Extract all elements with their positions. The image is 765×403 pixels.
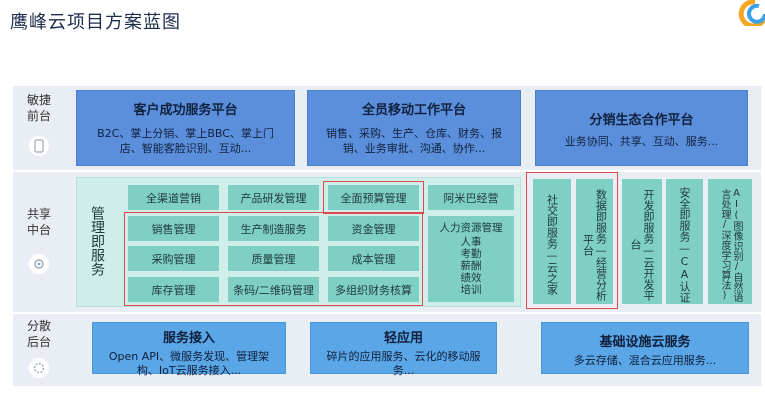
- module-data-service-text: 数据即服务—经营分析平台: [581, 188, 608, 301]
- customer-success-desc: B2C、掌上分销、掌上BBC、掌上门店、智能客脸识别、互动...: [97, 127, 274, 155]
- module-purchasing: 采购管理: [128, 246, 219, 271]
- highlight-core-grid: [124, 212, 423, 306]
- module-inventory: 库存管理: [128, 277, 219, 302]
- light-app-panel: 轻应用 碎片的应用服务、云化的移动服务...: [310, 322, 497, 377]
- module-dev-service-text: 开发即服务—云开发平台: [629, 188, 655, 301]
- hr-item-attendance: 考勤: [460, 248, 482, 260]
- hr-title: 人力资源管理: [439, 222, 503, 234]
- highlight-data-services: [526, 172, 618, 309]
- customer-success-title: 客户成功服务平台: [133, 103, 238, 118]
- hr-item-training: 培训: [460, 284, 482, 296]
- mobile-work-panel: 全员移动工作平台 销售、采购、生产、仓库、财务、报销、业务审批、沟通、协作...: [307, 90, 521, 166]
- front-band-label: 敏捷 前台: [17, 92, 61, 124]
- phone-icon: [29, 136, 49, 156]
- module-hr: 人力资源管理 人事 考勤 薪酬 绩效 培训: [428, 216, 514, 302]
- module-amoeba: 阿米巴经营: [428, 185, 514, 210]
- module-omnichannel: 全渠道营销: [128, 185, 219, 210]
- module-quality: 质量管理: [228, 246, 319, 271]
- module-security-service: 安全即服务—CA认证: [666, 179, 703, 304]
- hr-item-personnel: 人事: [460, 236, 482, 248]
- management-label: 管理即服务: [89, 206, 105, 276]
- mobile-work-desc: 销售、采购、生产、仓库、财务、报销、业务审批、沟通、协作...: [326, 127, 502, 155]
- module-social-service: 社交即服务—云之家: [533, 179, 571, 304]
- infrastructure-desc: 多云存储、混合云应用服务...: [573, 354, 717, 367]
- service-access-panel: 服务接入 Open API、微服务发现、管理架构、IoT云服务接入...: [92, 322, 286, 377]
- infrastructure-title: 基础设施云服务: [599, 335, 691, 350]
- service-access-title: 服务接入: [162, 331, 215, 346]
- module-ai-service-text: AI(图像识别/自然语言处理/深度学习算法): [719, 187, 742, 302]
- back-band-label-text: 分散 后台: [26, 319, 51, 349]
- module-security-service-text: 安全即服务—CA认证: [678, 186, 691, 303]
- distribution-desc: 业务协同、共享、互动、服务...: [564, 135, 719, 148]
- shared-band-label-text: 共享 中台: [26, 207, 51, 237]
- distribution-panel: 分销生态合作平台 业务协同、共享、互动、服务...: [535, 90, 748, 166]
- hr-item-salary: 薪酬: [460, 260, 482, 272]
- settings-icon: [29, 358, 49, 378]
- highlight-budget: [323, 181, 424, 214]
- light-app-desc: 碎片的应用服务、云化的移动服务...: [326, 350, 481, 377]
- service-access-desc: Open API、微服务发现、管理架构、IoT云服务接入...: [108, 350, 270, 377]
- infrastructure-panel: 基础设施云服务 多云存储、混合云应用服务...: [541, 322, 749, 374]
- module-ai-service: AI(图像识别/自然语言处理/深度学习算法): [708, 179, 752, 304]
- page-title: 鹰峰云项目方案蓝图: [10, 12, 181, 33]
- back-band-label: 分散 后台: [17, 318, 61, 350]
- module-social-service-text: 社交即服务—云之家: [545, 194, 559, 295]
- customer-success-panel: 客户成功服务平台 B2C、掌上分销、掌上BBC、掌上门店、智能客脸识别、互动..…: [76, 90, 295, 166]
- module-manufacturing: 生产制造服务: [228, 216, 319, 241]
- light-app-title: 轻应用: [383, 331, 423, 346]
- module-barcode: 条码/二维码管理: [228, 277, 319, 302]
- module-data-service: 数据即服务—经营分析平台: [576, 179, 613, 304]
- module-cost: 成本管理: [328, 246, 419, 271]
- distribution-title: 分销生态合作平台: [589, 113, 694, 128]
- logo-icon: [738, 0, 765, 26]
- module-dev-service: 开发即服务—云开发平台: [622, 179, 662, 304]
- gear-icon: [29, 254, 49, 274]
- hr-item-performance: 绩效: [460, 272, 482, 284]
- module-sales: 销售管理: [128, 216, 219, 241]
- mobile-work-title: 全员移动工作平台: [361, 103, 466, 118]
- shared-band-label: 共享 中台: [17, 206, 61, 238]
- module-funds: 资金管理: [328, 216, 419, 241]
- front-band-label-text: 敏捷 前台: [26, 93, 51, 123]
- module-multi-org-finance: 多组织财务核算: [328, 277, 419, 302]
- module-budget: 全面预算管理: [328, 185, 419, 210]
- module-product-rd: 产品研发管理: [228, 185, 319, 210]
